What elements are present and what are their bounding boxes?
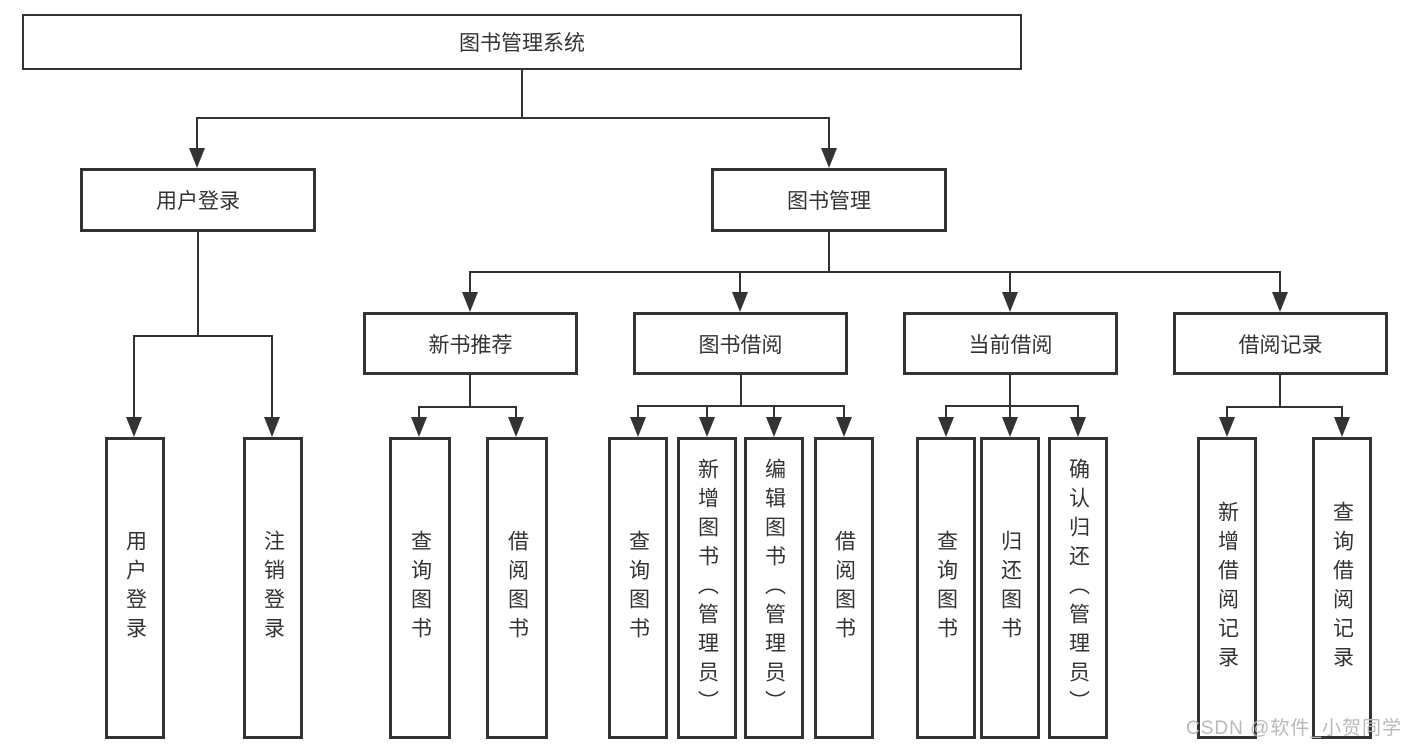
arrowhead-down xyxy=(462,292,478,312)
arrowhead-down xyxy=(836,417,852,437)
connector-hline xyxy=(134,335,273,337)
leaf-query-borrow-record: 查询借阅记录 xyxy=(1312,437,1372,739)
connector-vline xyxy=(773,405,775,417)
leaf-confirm-return-admin: 确认归还（管理员） xyxy=(1048,437,1108,739)
connector-vline xyxy=(843,405,845,417)
connector-hline xyxy=(470,271,1281,273)
arrowhead-down xyxy=(699,417,715,437)
arrowhead-down xyxy=(126,417,142,437)
connector-vline xyxy=(828,232,830,272)
connector-vline xyxy=(271,335,273,417)
connector-vline xyxy=(1279,271,1281,292)
arrowhead-down xyxy=(1334,417,1350,437)
connector-vline xyxy=(418,406,420,417)
arrowhead-down xyxy=(1002,417,1018,437)
connector-vline xyxy=(133,335,135,417)
arrowhead-down xyxy=(821,148,837,168)
arrowhead-down xyxy=(1272,292,1288,312)
node-new-book-recommend: 新书推荐 xyxy=(363,312,578,375)
leaf-edit-book-admin: 编辑图书（管理员） xyxy=(744,437,804,739)
connector-vline xyxy=(515,406,517,417)
connector-hline xyxy=(638,405,844,407)
node-library-management-system: 图书管理系统 xyxy=(22,14,1022,70)
watermark: CSDN @软件_小贺同学 xyxy=(1186,718,1402,739)
connector-hline xyxy=(419,406,517,408)
connector-hline xyxy=(946,405,1078,407)
node-user-login: 用户登录 xyxy=(80,168,316,232)
leaf-return-book: 归还图书 xyxy=(980,437,1040,739)
connector-vline xyxy=(637,405,639,417)
node-book-management: 图书管理 xyxy=(711,168,947,232)
leaf-add-borrow-record: 新增借阅记录 xyxy=(1197,437,1257,739)
connector-vline xyxy=(196,117,198,148)
node-current-borrow: 当前借阅 xyxy=(903,312,1118,375)
connector-vline xyxy=(521,69,523,118)
leaf-borrow-books-recommend: 借阅图书 xyxy=(486,437,548,739)
arrowhead-down xyxy=(766,417,782,437)
connector-vline xyxy=(1226,406,1228,417)
connector-vline xyxy=(706,405,708,417)
leaf-user-login: 用户登录 xyxy=(105,437,165,739)
arrowhead-down xyxy=(1219,417,1235,437)
connector-vline xyxy=(1009,405,1011,417)
leaf-query-books-borrow: 查询图书 xyxy=(608,437,668,739)
connector-vline xyxy=(828,117,830,148)
node-borrow-records: 借阅记录 xyxy=(1173,312,1388,375)
connector-vline xyxy=(739,271,741,292)
arrowhead-down xyxy=(630,417,646,437)
node-book-borrow: 图书借阅 xyxy=(633,312,848,375)
connector-vline xyxy=(945,405,947,417)
arrowhead-down xyxy=(1070,417,1086,437)
arrowhead-down xyxy=(938,417,954,437)
connector-vline xyxy=(1009,271,1011,292)
arrowhead-down xyxy=(411,417,427,437)
leaf-query-books-current: 查询图书 xyxy=(916,437,976,739)
connector-hline xyxy=(1227,406,1342,408)
arrowhead-down xyxy=(189,148,205,168)
connector-vline xyxy=(1279,375,1281,407)
connector-vline xyxy=(197,232,199,336)
leaf-borrow-books: 借阅图书 xyxy=(814,437,874,739)
connector-hline xyxy=(197,117,830,119)
connector-vline xyxy=(1009,375,1011,406)
leaf-logout-login: 注销登录 xyxy=(243,437,303,739)
leaf-query-books-recommend: 查询图书 xyxy=(389,437,451,739)
arrowhead-down xyxy=(732,292,748,312)
connector-vline xyxy=(1341,406,1343,417)
connector-vline xyxy=(740,375,742,406)
arrowhead-down xyxy=(1002,292,1018,312)
connector-vline xyxy=(1077,405,1079,417)
connector-vline xyxy=(469,375,471,407)
connector-vline xyxy=(469,271,471,292)
leaf-add-book-admin: 新增图书（管理员） xyxy=(677,437,737,739)
arrowhead-down xyxy=(508,417,524,437)
arrowhead-down xyxy=(264,417,280,437)
